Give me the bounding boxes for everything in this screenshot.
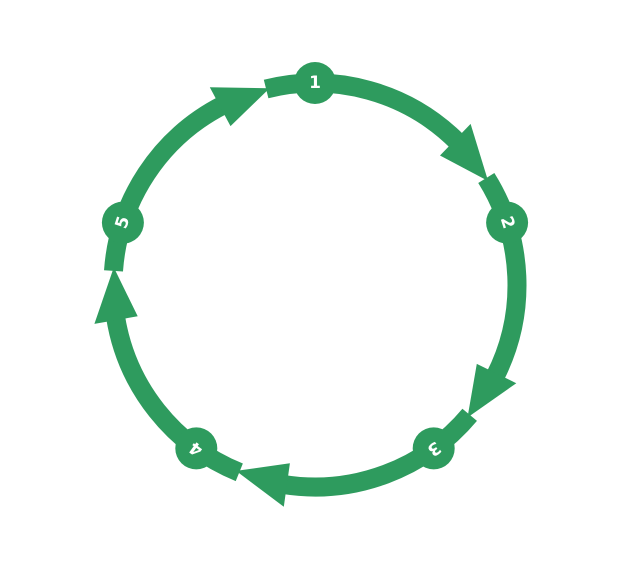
cycle-arc-1 bbox=[263, 73, 465, 149]
cycle-segments bbox=[94, 73, 527, 507]
step-marker-3: 3 bbox=[412, 427, 455, 470]
step-marker-5: 5 bbox=[101, 201, 144, 244]
cycle-arc-2 bbox=[478, 172, 527, 382]
step-marker-1: 1 bbox=[294, 62, 336, 104]
step-markers: 1 2 3 4 5 bbox=[101, 62, 529, 470]
step-circle-1 bbox=[294, 62, 336, 104]
cycle-arrowhead-3 bbox=[236, 463, 290, 507]
step-circle-2 bbox=[486, 201, 529, 244]
cycle-arc-3 bbox=[281, 408, 477, 497]
cycle-arc-5 bbox=[104, 96, 228, 272]
step-circle-4 bbox=[175, 427, 218, 470]
step-circle-5 bbox=[101, 201, 144, 244]
cycle-arrowhead-1 bbox=[440, 123, 489, 181]
cycle-arc-4 bbox=[106, 315, 243, 482]
step-label-1: 1 bbox=[309, 73, 321, 93]
cycle-arrowhead-2 bbox=[467, 363, 517, 418]
step-circle-3 bbox=[412, 427, 455, 470]
step-marker-4: 4 bbox=[175, 427, 218, 470]
step-label-2: 2 bbox=[496, 214, 519, 231]
step-marker-2: 2 bbox=[486, 201, 529, 244]
cycle-arrowhead-5 bbox=[209, 87, 270, 127]
cycle-arrowhead-4 bbox=[94, 267, 138, 324]
step-label-5: 5 bbox=[112, 214, 135, 231]
